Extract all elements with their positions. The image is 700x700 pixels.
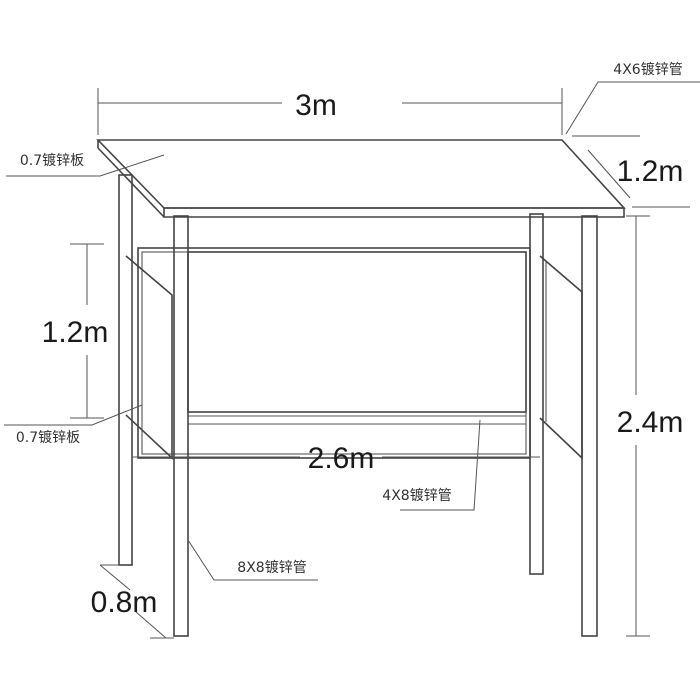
top-sheet-label: 0.7镀锌板 — [20, 152, 84, 169]
leader-side-sheet: 0.7镀锌板 — [4, 404, 143, 446]
back-panel-frame — [137, 247, 531, 459]
dim-top-depth-label: 1.2m — [617, 155, 684, 188]
dim-top-width: 3m — [97, 88, 563, 135]
top-tube-label: 4X6镀锌管 — [613, 61, 682, 78]
back-left-leg — [118, 174, 133, 566]
dim-total-height-label: 2.4m — [617, 406, 684, 439]
dim-top-depth: 1.2m — [572, 135, 690, 208]
dim-inner-width: 2.6m — [132, 442, 540, 475]
leader-top-tube: 4X6镀锌管 — [565, 61, 700, 135]
table-top — [96, 139, 626, 218]
left-side-panel — [125, 255, 173, 460]
back-right-leg — [529, 213, 544, 575]
right-side-panel — [539, 255, 583, 460]
front-panel-board — [187, 251, 527, 425]
dim-panel-height-label: 1.2m — [42, 316, 109, 349]
dim-inner-width-label: 2.6m — [308, 442, 375, 475]
dim-panel-height: 1.2m — [42, 243, 109, 419]
dim-total-height: 2.4m — [617, 215, 684, 637]
dim-leg-spacing-label: 0.8m — [91, 586, 158, 619]
front-left-leg — [173, 215, 189, 637]
leader-top-sheet: 0.7镀锌板 — [6, 152, 165, 177]
leader-leg-tube: 8X8镀锌管 — [187, 539, 318, 581]
leg-tube-label: 8X8镀锌管 — [237, 559, 306, 576]
dim-leg-spacing: 0.8m — [91, 564, 174, 639]
dim-top-width-label: 3m — [295, 89, 337, 122]
leader-brace-tube: 4X8镀锌管 — [382, 419, 481, 511]
brace-tube-label: 4X8镀锌管 — [382, 487, 451, 504]
side-sheet-label: 0.7镀锌板 — [16, 429, 80, 446]
front-right-leg — [581, 215, 598, 637]
